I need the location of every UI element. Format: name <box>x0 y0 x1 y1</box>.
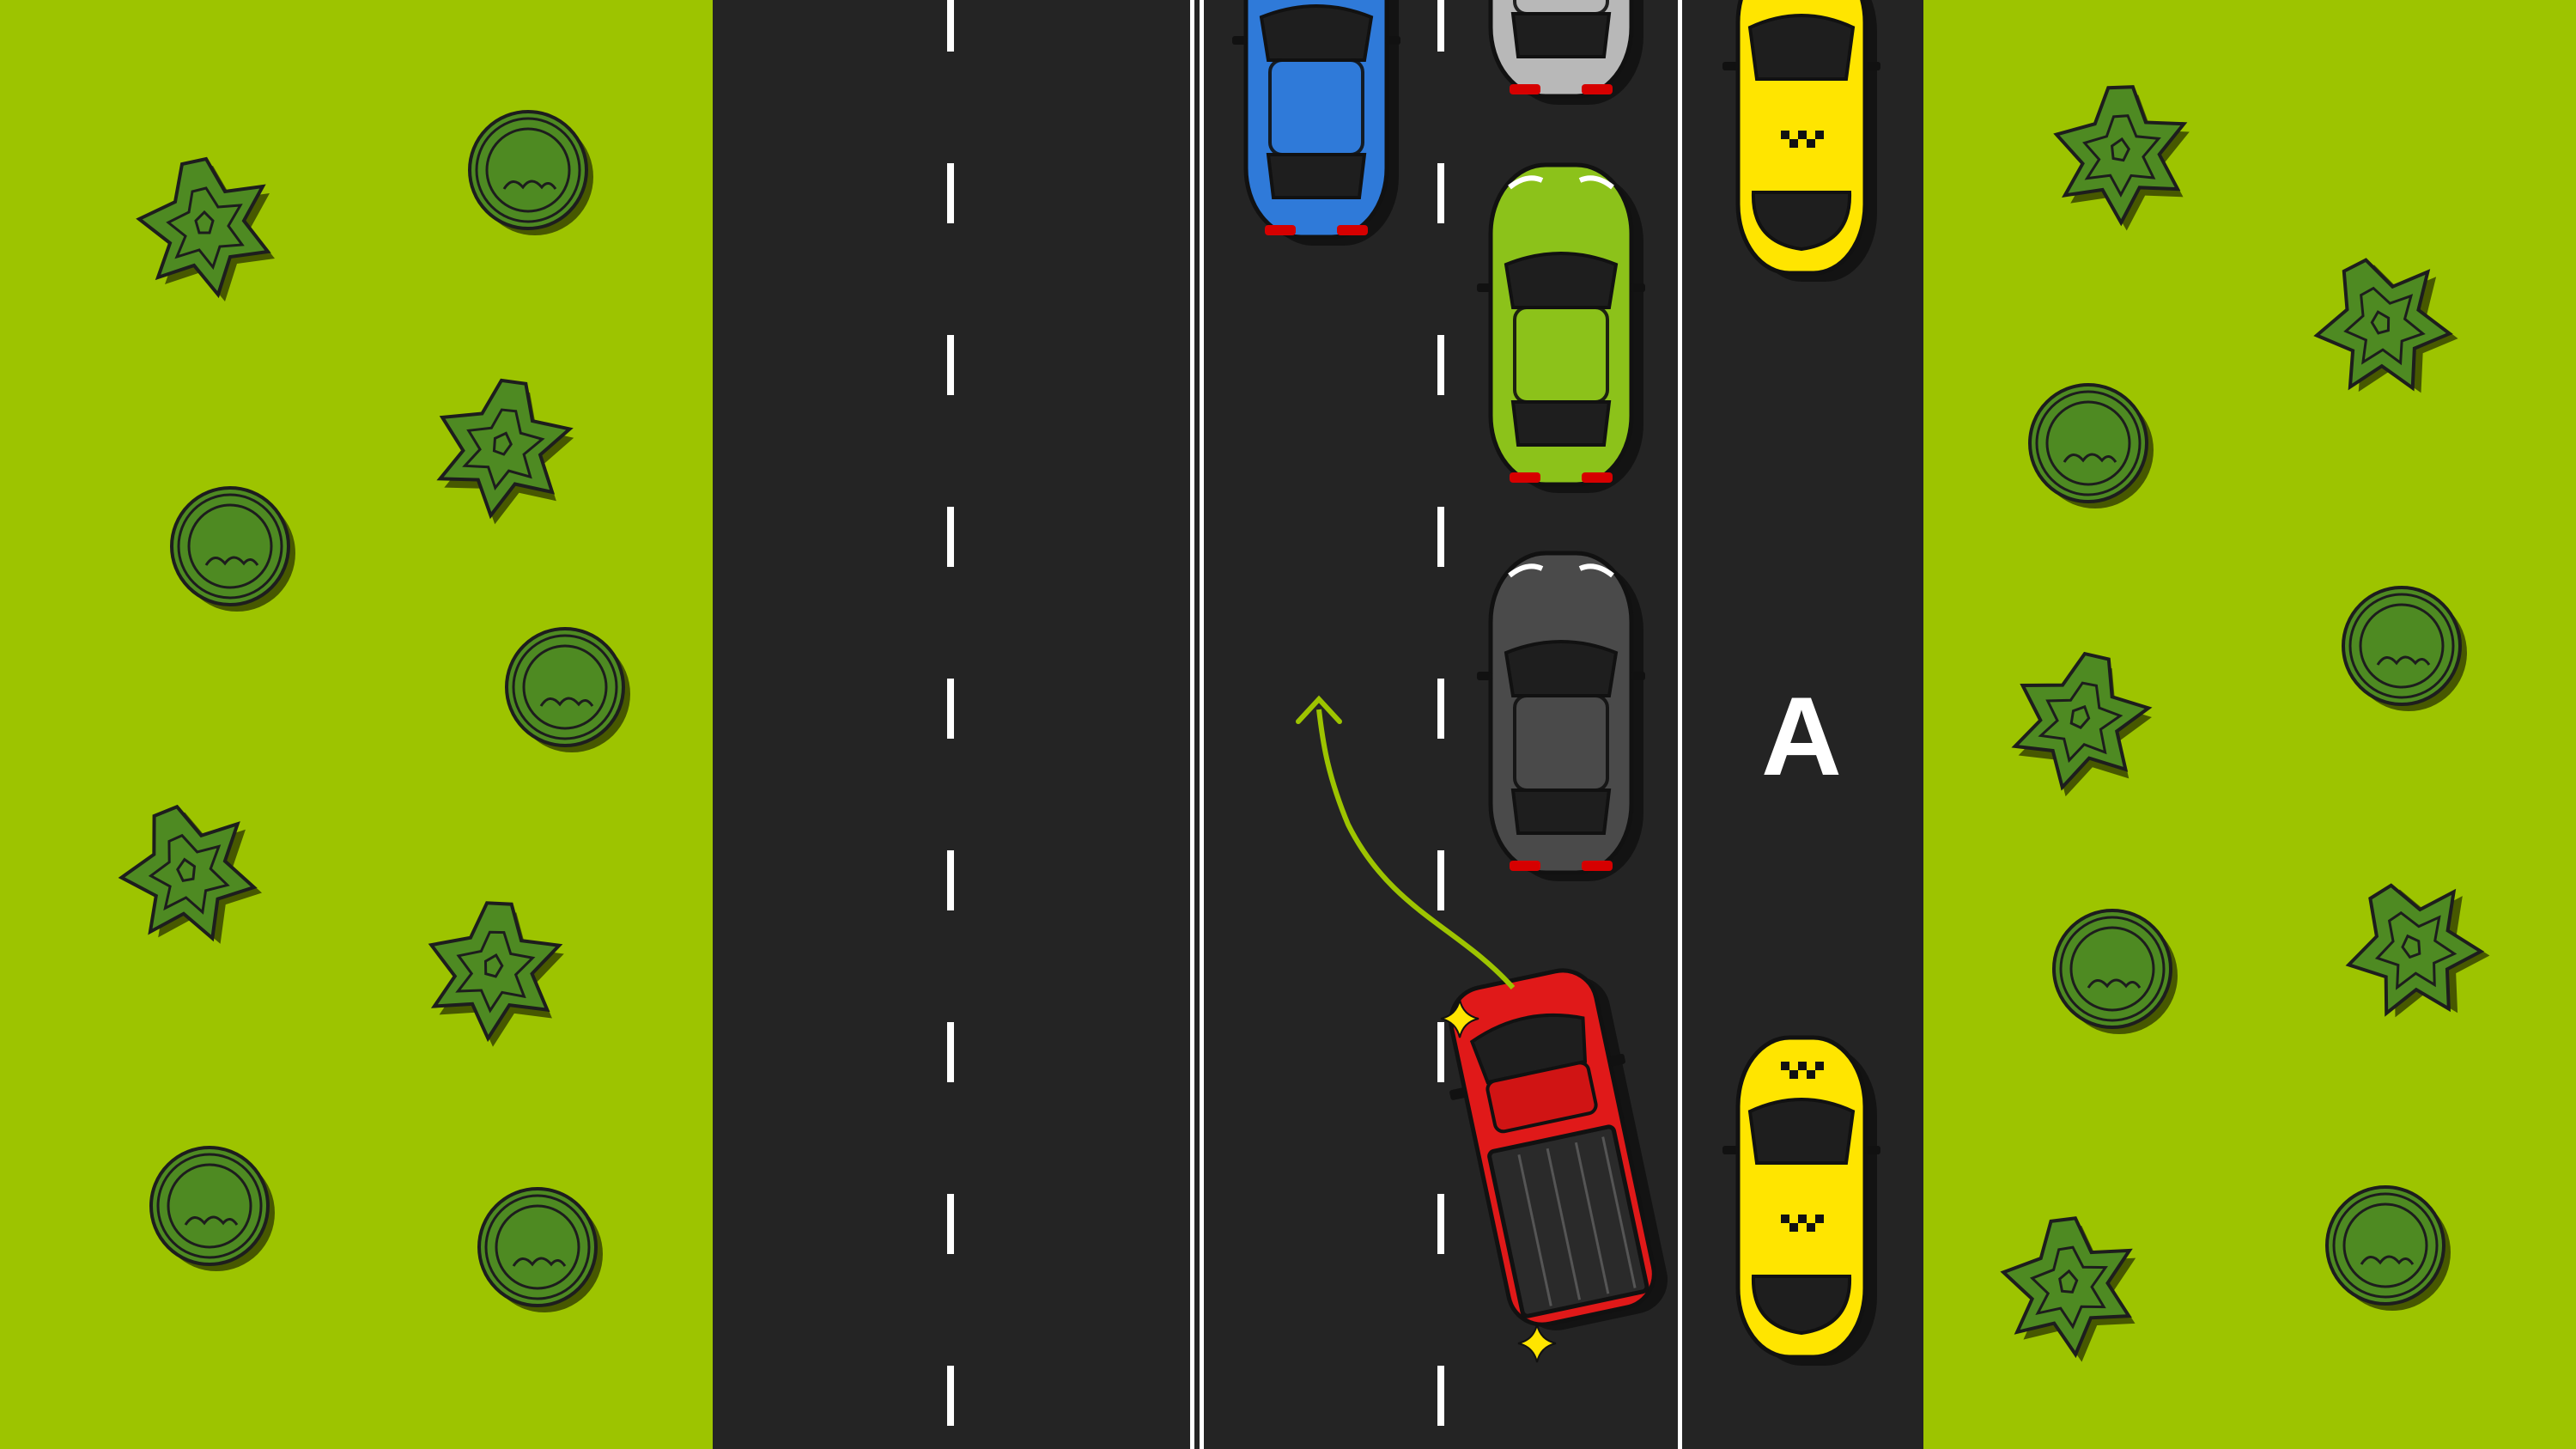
car-blue <box>1232 0 1400 246</box>
taxi-top <box>1722 0 1880 282</box>
grass-right <box>1923 0 2576 1449</box>
arrow-head-icon <box>1296 695 1342 724</box>
pickup-red <box>1449 968 1668 1330</box>
car-dark <box>1477 553 1645 881</box>
lane-letter: A <box>1761 673 1842 799</box>
lane-solid-line <box>1678 0 1682 1449</box>
center-line <box>1200 0 1204 1449</box>
sparkle-icon <box>1440 999 1479 1038</box>
sparkle-icon <box>1517 1324 1557 1363</box>
lane-change-arrow-icon <box>1316 709 1516 989</box>
car-green <box>1477 165 1645 493</box>
taxi-bottom <box>1722 1038 1880 1366</box>
center-line <box>1190 0 1194 1449</box>
